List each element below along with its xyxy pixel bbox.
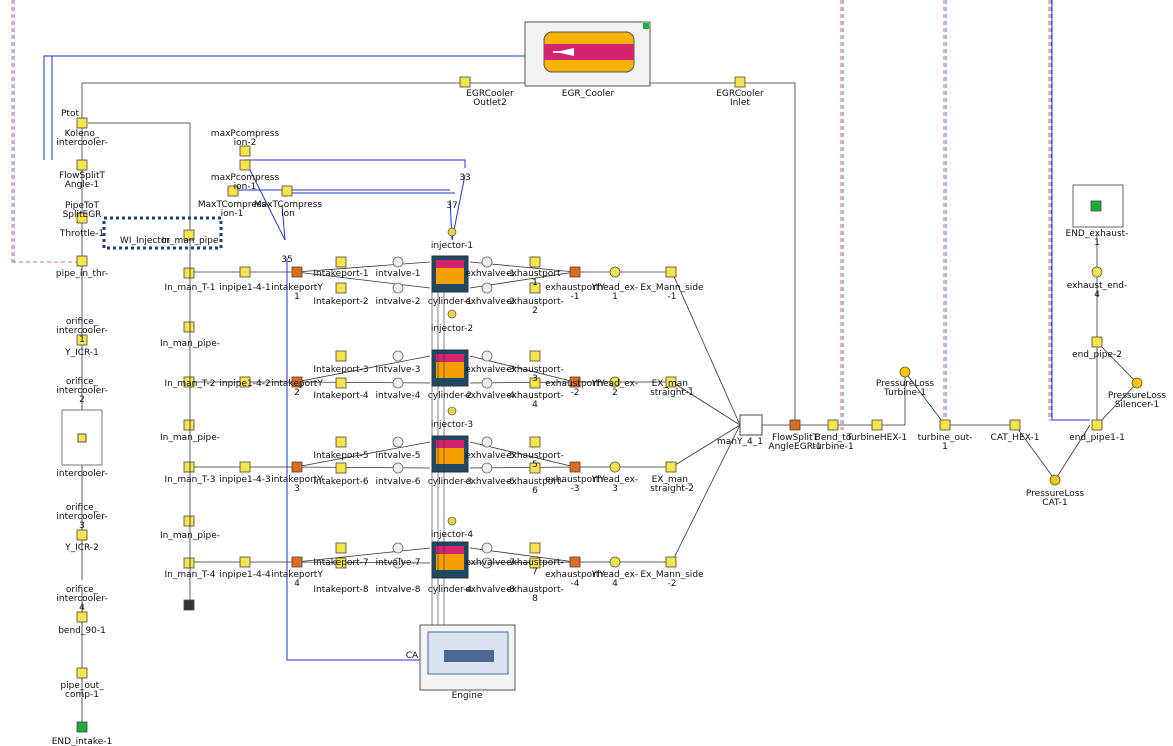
exman-straight1-label: EX_man_straight-1 <box>650 379 694 398</box>
n35-label: 35 <box>281 255 292 265</box>
in-man-t4-label: In_man_T-4 <box>165 570 216 580</box>
ip4-label: Intakeport-4 <box>313 391 369 401</box>
inpipe1-label: inpipe1-4-1 <box>219 283 270 293</box>
components[interactable] <box>77 77 745 732</box>
injector4-label: injector-4 <box>431 530 474 540</box>
exp4-label: exhaustport-4 <box>506 391 564 410</box>
n37-label: 37 <box>446 201 457 211</box>
orifice4-label: orifice_intercooler-4 <box>56 585 107 613</box>
in-man-t3-label: In_man_T-3 <box>165 475 216 485</box>
end-pipe1-label: end_pipe1-1 <box>1069 433 1125 443</box>
n33-label: 33 <box>459 173 470 183</box>
pipe-in-thr-label: pipe_in_thr- <box>56 269 108 279</box>
egr-cooler[interactable]: EGR_Cooler <box>525 22 650 99</box>
iv5-label: intvalve-5 <box>376 451 421 461</box>
iv8-label: intvalve-8 <box>376 585 421 595</box>
intercooler-label: intercooler- <box>56 469 107 479</box>
yhead2-label: Yhead_ex-2 <box>591 379 638 398</box>
ip1-label: Intakeport-1 <box>313 269 368 279</box>
inpipe4-label: inpipe1-4-4 <box>219 570 271 580</box>
orifice3-label: orifice_intercooler-3 <box>56 503 107 531</box>
injector2-label: injector-2 <box>431 324 473 334</box>
iv4-label: intvalve-4 <box>376 391 421 401</box>
injector1-label: injector-1 <box>431 241 473 251</box>
y-icr2-label: Y_ICR-2 <box>64 543 99 553</box>
egr-cooler-label: EGR_Cooler <box>562 89 615 99</box>
in-man-pipe-c-label: In_man_pipe- <box>160 531 220 541</box>
yhead1-label: Yhead_ex-1 <box>591 283 638 302</box>
iv1-label: intvalve-1 <box>376 269 421 279</box>
ca-label: CA <box>406 651 419 661</box>
koleno-label: Koleno_intercooler- <box>56 129 107 148</box>
exp2-label: exhaustport-2 <box>506 297 564 316</box>
orifice1-label: orifice_intercooler-1 <box>56 317 107 345</box>
inpipe3-label: inpipe1-4-3 <box>219 475 270 485</box>
cat-hex-label: CAT_HEX-1 <box>991 433 1040 443</box>
ip2-label: Intakeport-2 <box>313 297 368 307</box>
turbine-hex-label: TurbineHEX-1 <box>846 433 907 443</box>
end-pipe2-label: end_pipe-2 <box>1072 350 1122 360</box>
exman-straight2-label: EX_man_straight-2 <box>650 475 694 494</box>
throttle-label: Throttle-1 <box>59 229 104 239</box>
in-man-pipe-a-label: In_man_pipe- <box>160 339 220 349</box>
ip6-label: Intakeport-6 <box>313 477 369 487</box>
many-label: manY_4_1 <box>717 437 763 447</box>
in-man-t1-label: In_man_T-1 <box>165 283 216 293</box>
in-man-pipe-label: In_man_pipe <box>162 236 219 246</box>
yhead4-label: Yhead_ex-4 <box>591 570 638 589</box>
y-icr1-label: Y_ICR-1 <box>64 348 99 358</box>
yhead3-label: Yhead_ex-3 <box>591 475 638 494</box>
end-exhaust-label: END_exhaust-1 <box>1066 229 1129 248</box>
ip8-label: Intakeport-8 <box>313 585 369 595</box>
engine-label: Engine <box>452 691 483 701</box>
in-man-pipe-b-label: In_man_pipe- <box>160 433 220 443</box>
iv2-label: intvalve-2 <box>376 297 421 307</box>
bend-label: bend_90-1 <box>58 626 106 636</box>
iv6-label: intvalve-6 <box>376 477 421 487</box>
ip7-label: Intakeport-7 <box>313 558 368 568</box>
in-man-t2-label: In_man_T-2 <box>165 379 216 389</box>
pipe-out-comp-label: pipe_out_comp-1 <box>60 681 104 700</box>
ptot-label: Ptot <box>61 109 79 119</box>
inpipe2-label: inpipe1-4-2 <box>219 379 270 389</box>
ip3-label: Intakeport-3 <box>313 365 368 375</box>
exhaust-end-label: exhaust_end-4 <box>1067 281 1128 300</box>
pipetot-label: PipeToTSplitEGR <box>63 201 102 220</box>
ip5-label: Intakeport-5 <box>313 451 368 461</box>
pl-cat-label: PressureLossCAT-1 <box>1026 489 1084 508</box>
injector3-label: injector-3 <box>431 420 473 430</box>
iv3-label: intvalve-3 <box>376 365 421 375</box>
exman-side2-label: Ex_Mann_side-2 <box>640 570 704 589</box>
orifice2-label: orifice_intercooler-2 <box>56 377 107 405</box>
iv7-label: intvalve-7 <box>376 558 421 568</box>
end-intake-label: END_intake-1 <box>52 737 113 746</box>
exp8-label: exhaustport-8 <box>506 585 564 604</box>
turbine-out-label: turbine_out-1 <box>918 433 973 452</box>
intercooler[interactable] <box>62 410 102 465</box>
exman-side1-label: Ex_Mann_side-1 <box>640 283 704 302</box>
